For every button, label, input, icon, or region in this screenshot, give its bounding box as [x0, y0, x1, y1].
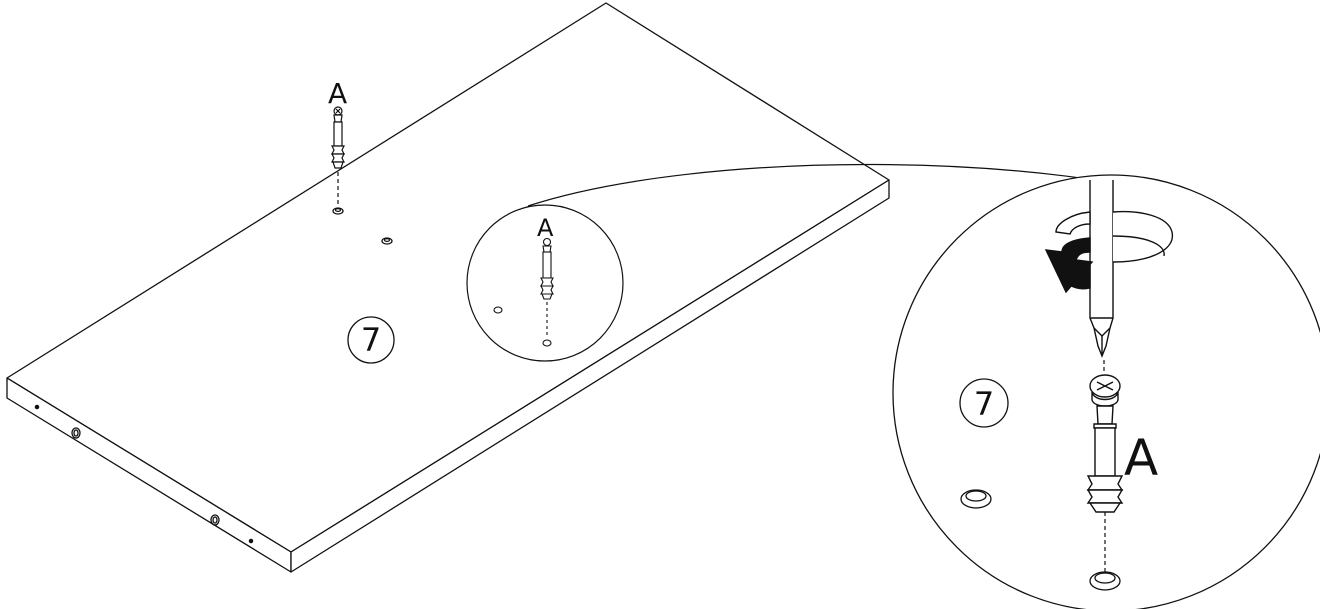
edge-hole	[249, 539, 252, 542]
detail-hole	[961, 490, 991, 508]
detail-hole	[1090, 572, 1120, 590]
board-panel	[7, 3, 889, 572]
edge-hole	[35, 405, 38, 408]
panel-number-detail: 7	[974, 385, 994, 423]
zoom-circle-small: A	[467, 205, 623, 361]
part-label-a: A	[328, 77, 347, 110]
zoom-circle-large: A 7	[893, 175, 1320, 609]
panel-number: 7	[361, 321, 381, 359]
part-label-a-detail: A	[1124, 429, 1158, 487]
part-label-a-zoom: A	[537, 214, 554, 242]
